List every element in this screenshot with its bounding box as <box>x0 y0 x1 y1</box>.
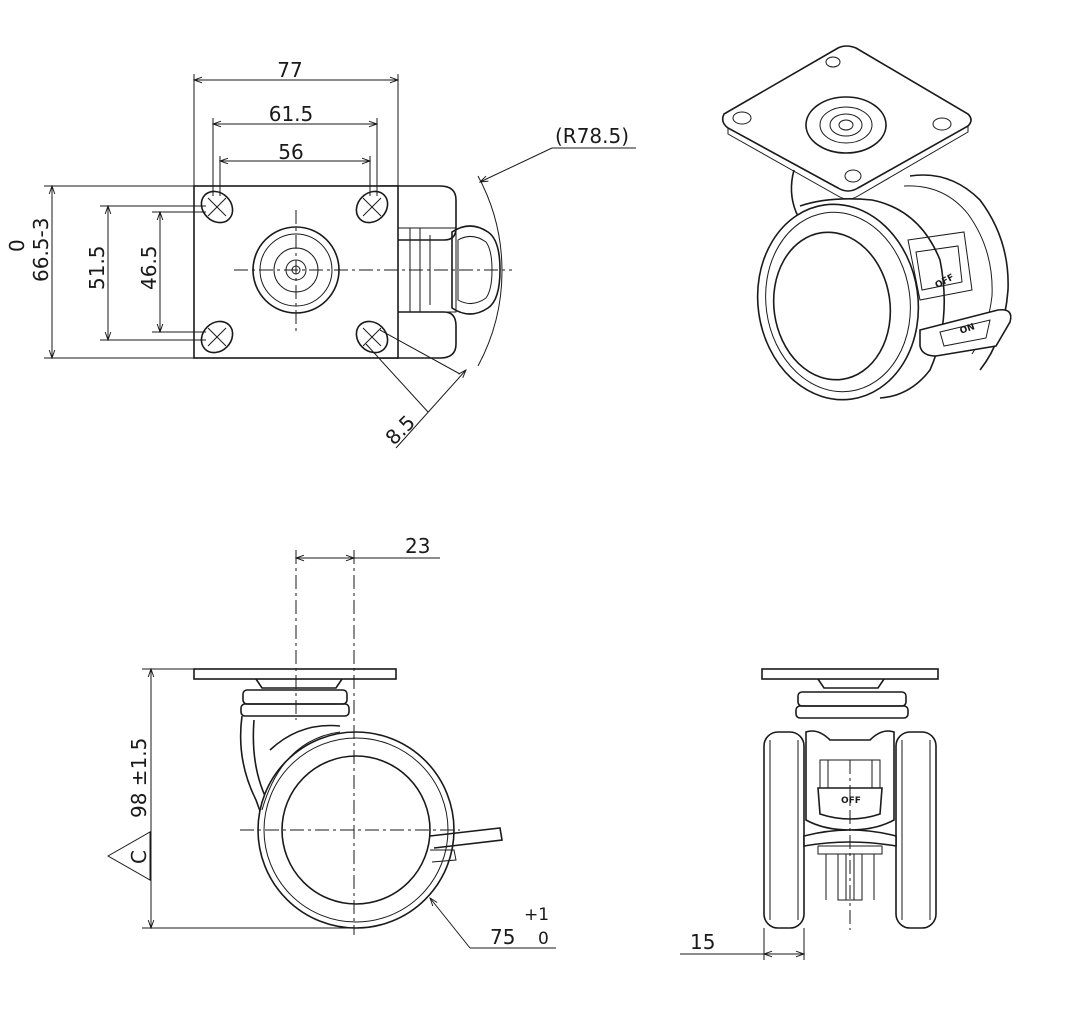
wheel-top-outline-lower <box>380 311 457 359</box>
brake-label-off-front: OFF <box>841 796 861 806</box>
class-triangle <box>106 831 151 881</box>
class-marker: C <box>127 850 151 864</box>
mounting-slot <box>355 320 389 354</box>
mounting-plate-iso <box>721 45 972 192</box>
dim-plate-height-tol: 0 <box>5 239 29 252</box>
dim-offset: 23 <box>405 534 430 558</box>
mounting-slot <box>355 190 389 224</box>
dim-slot-size: 8.5 <box>380 410 419 449</box>
dim-hole-spacing-v-inner: 46.5 <box>137 245 161 290</box>
dim-total-height: 98 ±1.5 <box>127 738 151 818</box>
isometric-view: OFF ON <box>721 45 1012 401</box>
wheel-iso <box>756 203 920 401</box>
front-view: OFF 15 <box>680 668 939 960</box>
dim-swivel-radius: (R78.5) <box>555 124 629 148</box>
top-view: ON OFF 77 <box>5 58 636 450</box>
dim-hole-spacing-inner: 56 <box>278 140 303 164</box>
wheel-top-outline-upper <box>380 185 457 241</box>
mounting-slot <box>200 320 234 354</box>
mounting-plate-side <box>193 668 397 680</box>
dim-wheel-tol-upper: +1 <box>524 905 549 925</box>
brake-pedal <box>451 225 501 315</box>
dim-overall-width: 77 <box>277 58 302 82</box>
brake-pedal-iso <box>919 308 1012 357</box>
dim-plate-height: 66.5-3 <box>29 218 53 282</box>
wheel-front-left <box>763 731 805 929</box>
dim-hole-spacing-v-outer: 51.5 <box>85 245 109 290</box>
dim-wheel-diameter: 75 <box>490 925 515 949</box>
mounting-slot <box>200 190 234 224</box>
mounting-plate-front <box>761 668 939 680</box>
dim-hole-spacing-outer: 61.5 <box>269 102 314 126</box>
side-view: 23 98 ±1.5 C 75 +1 0 <box>106 534 556 949</box>
wheel-front-right <box>895 731 937 929</box>
dim-wheel-width: 15 <box>690 930 715 954</box>
dim-wheel-tol-lower: 0 <box>538 929 549 949</box>
brake-label-on-iso: ON <box>959 322 977 337</box>
brake-label-off-iso: OFF <box>934 273 956 291</box>
